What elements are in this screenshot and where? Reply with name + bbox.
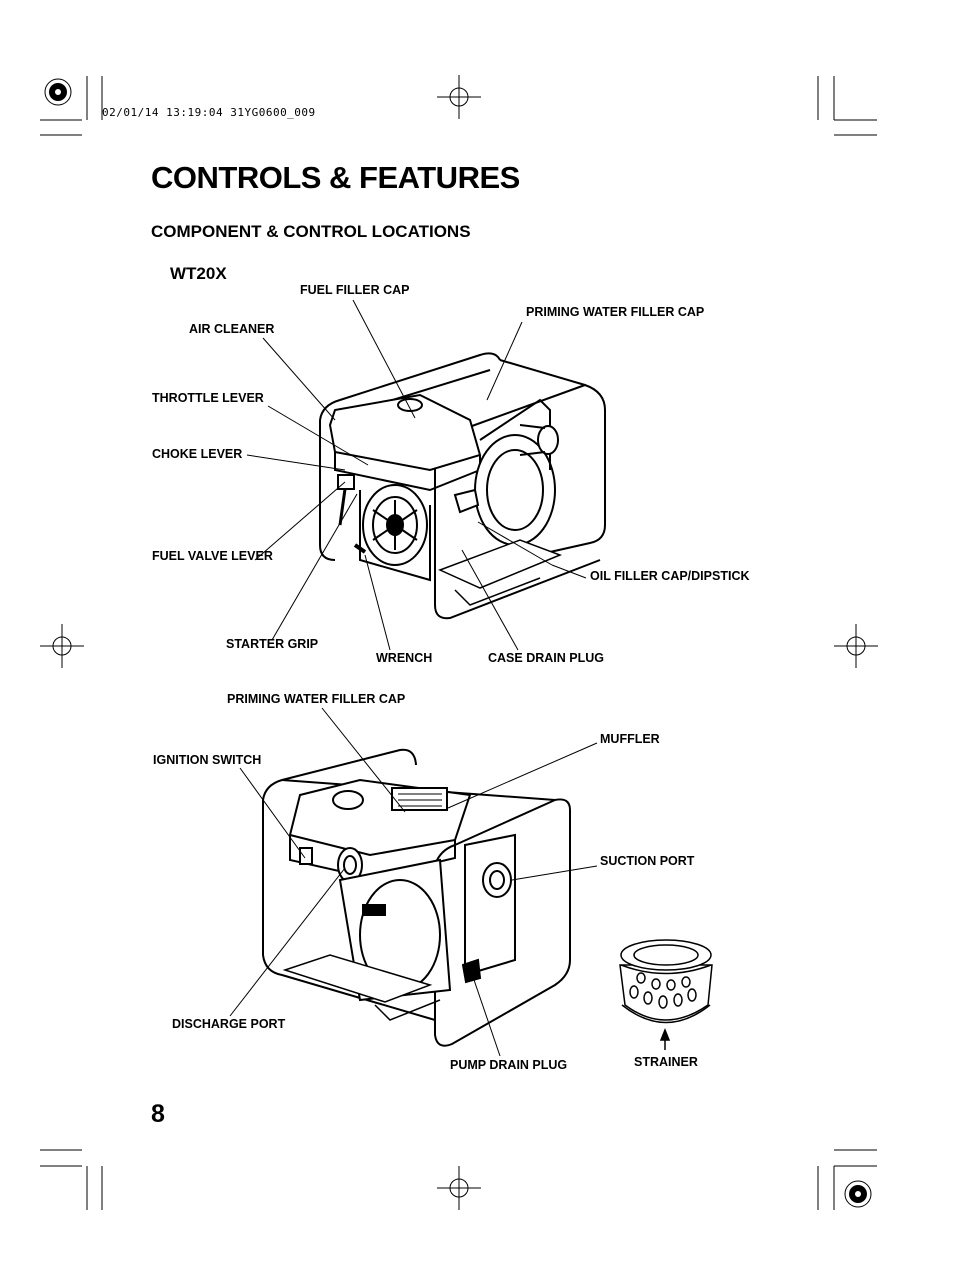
label-pump-drain-plug: PUMP DRAIN PLUG <box>450 1058 568 1072</box>
crop-mark-bottom-left <box>40 1149 103 1210</box>
label-wrench: WRENCH <box>376 651 433 665</box>
label-throttle-lever: THROTTLE LEVER <box>152 391 264 405</box>
crop-mark-bottom-right <box>817 1149 877 1210</box>
page-title: CONTROLS & FEATURES <box>151 160 520 195</box>
label-case-drain-plug: CASE DRAIN PLUG <box>488 651 604 665</box>
label-discharge-port: DISCHARGE PORT <box>172 1017 286 1031</box>
section-title: COMPONENT & CONTROL LOCATIONS <box>151 222 471 241</box>
registration-target-top <box>437 75 481 119</box>
leader-lines-top <box>246 299 587 651</box>
print-timestamp: 02/01/14 13:19:04 31YG0600_009 <box>102 106 316 119</box>
label-oil-filler-cap-dipstick: OIL FILLER CAP/DIPSTICK <box>590 569 750 583</box>
label-strainer: STRAINER <box>634 1055 698 1069</box>
registration-target-bottom <box>437 1166 481 1210</box>
label-starter-grip: STARTER GRIP <box>226 637 319 651</box>
crop-mark-top-right <box>817 76 877 136</box>
label-priming-water-filler-cap: PRIMING WATER FILLER CAP <box>526 305 705 319</box>
page-number: 8 <box>151 1100 165 1128</box>
pump-drawing-rear <box>262 748 571 1047</box>
label-air-cleaner: AIR CLEANER <box>189 322 275 336</box>
starburst-mark-bottom <box>844 1180 872 1208</box>
pump-drawing-front <box>319 352 606 620</box>
leader-lines-bottom <box>229 707 598 1057</box>
label-priming-water-filler-cap-rear: PRIMING WATER FILLER CAP <box>227 692 406 706</box>
registration-target-left <box>40 624 84 668</box>
crop-mark-top-left <box>40 76 103 136</box>
label-choke-lever: CHOKE LEVER <box>152 447 243 461</box>
registration-target-right <box>834 624 878 668</box>
model-name: WT20X <box>170 264 227 283</box>
label-fuel-filler-cap: FUEL FILLER CAP <box>300 283 410 297</box>
label-ignition-switch: IGNITION SWITCH <box>153 753 262 767</box>
strainer-drawing <box>619 939 713 1050</box>
label-fuel-valve-lever: FUEL VALVE LEVER <box>152 549 273 563</box>
starburst-mark-top <box>44 78 72 106</box>
label-suction-port: SUCTION PORT <box>600 854 695 868</box>
label-muffler: MUFFLER <box>600 732 660 746</box>
